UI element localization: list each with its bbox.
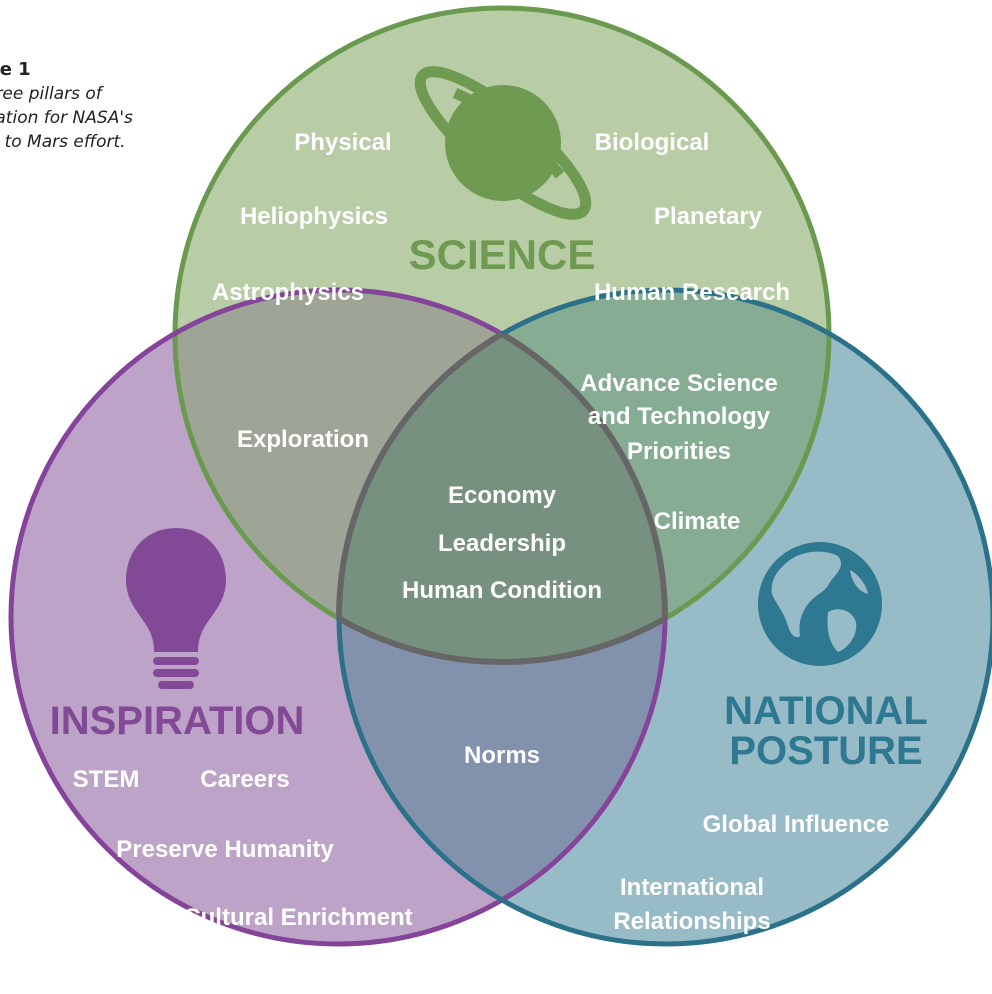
science-item-astrophysics: Astrophysics [212, 279, 364, 306]
national-posture-title-line2: POSTURE [729, 729, 922, 773]
caption-line-1: three pillars of [0, 84, 102, 104]
inspiration-item-stem: STEM [73, 766, 140, 793]
science-item-planetary: Planetary [654, 203, 763, 230]
inspiration-item-cultural-enrichment: Cultural Enrichment [183, 904, 412, 931]
science-item-heliophysics: Heliophysics [240, 203, 388, 230]
overlap-advance-science-line2: and Technology [588, 403, 771, 430]
science-item-human-research: Human Research [594, 279, 790, 306]
figure-description: three pillars of oration for NASA's on t… [0, 82, 230, 154]
center-economy: Economy [448, 482, 557, 509]
national-item-relationships: Relationships [613, 908, 770, 935]
national-item-international: International [620, 874, 764, 901]
national-posture-title-line1: NATIONAL [724, 689, 928, 733]
center-human-condition: Human Condition [402, 577, 602, 604]
caption-line-3: on to Mars effort. [0, 132, 126, 152]
figure-caption: ure 1 three pillars of oration for NASA'… [0, 58, 230, 154]
science-item-physical: Physical [294, 129, 391, 156]
globe-icon [758, 542, 882, 666]
national-item-global-influence: Global Influence [703, 811, 890, 838]
inspiration-item-preserve-humanity: Preserve Humanity [116, 836, 334, 863]
science-title: SCIENCE [409, 231, 596, 278]
center-overlap [339, 290, 665, 662]
overlap-advance-science-line1: Advance Science [580, 370, 777, 397]
center-leadership: Leadership [438, 530, 566, 557]
overlap-climate: Climate [654, 508, 741, 535]
overlap-advance-science-line3: Priorities [627, 438, 731, 465]
inspiration-item-careers: Careers [200, 766, 289, 793]
science-item-biological: Biological [595, 129, 710, 156]
inspiration-title: INSPIRATION [50, 699, 305, 743]
planet-icon [414, 66, 592, 220]
overlap-norms: Norms [464, 742, 540, 769]
figure-label: ure 1 [0, 59, 31, 80]
overlap-exploration: Exploration [237, 426, 369, 453]
lightbulb-icon [126, 528, 226, 689]
caption-line-2: oration for NASA's [0, 108, 133, 128]
